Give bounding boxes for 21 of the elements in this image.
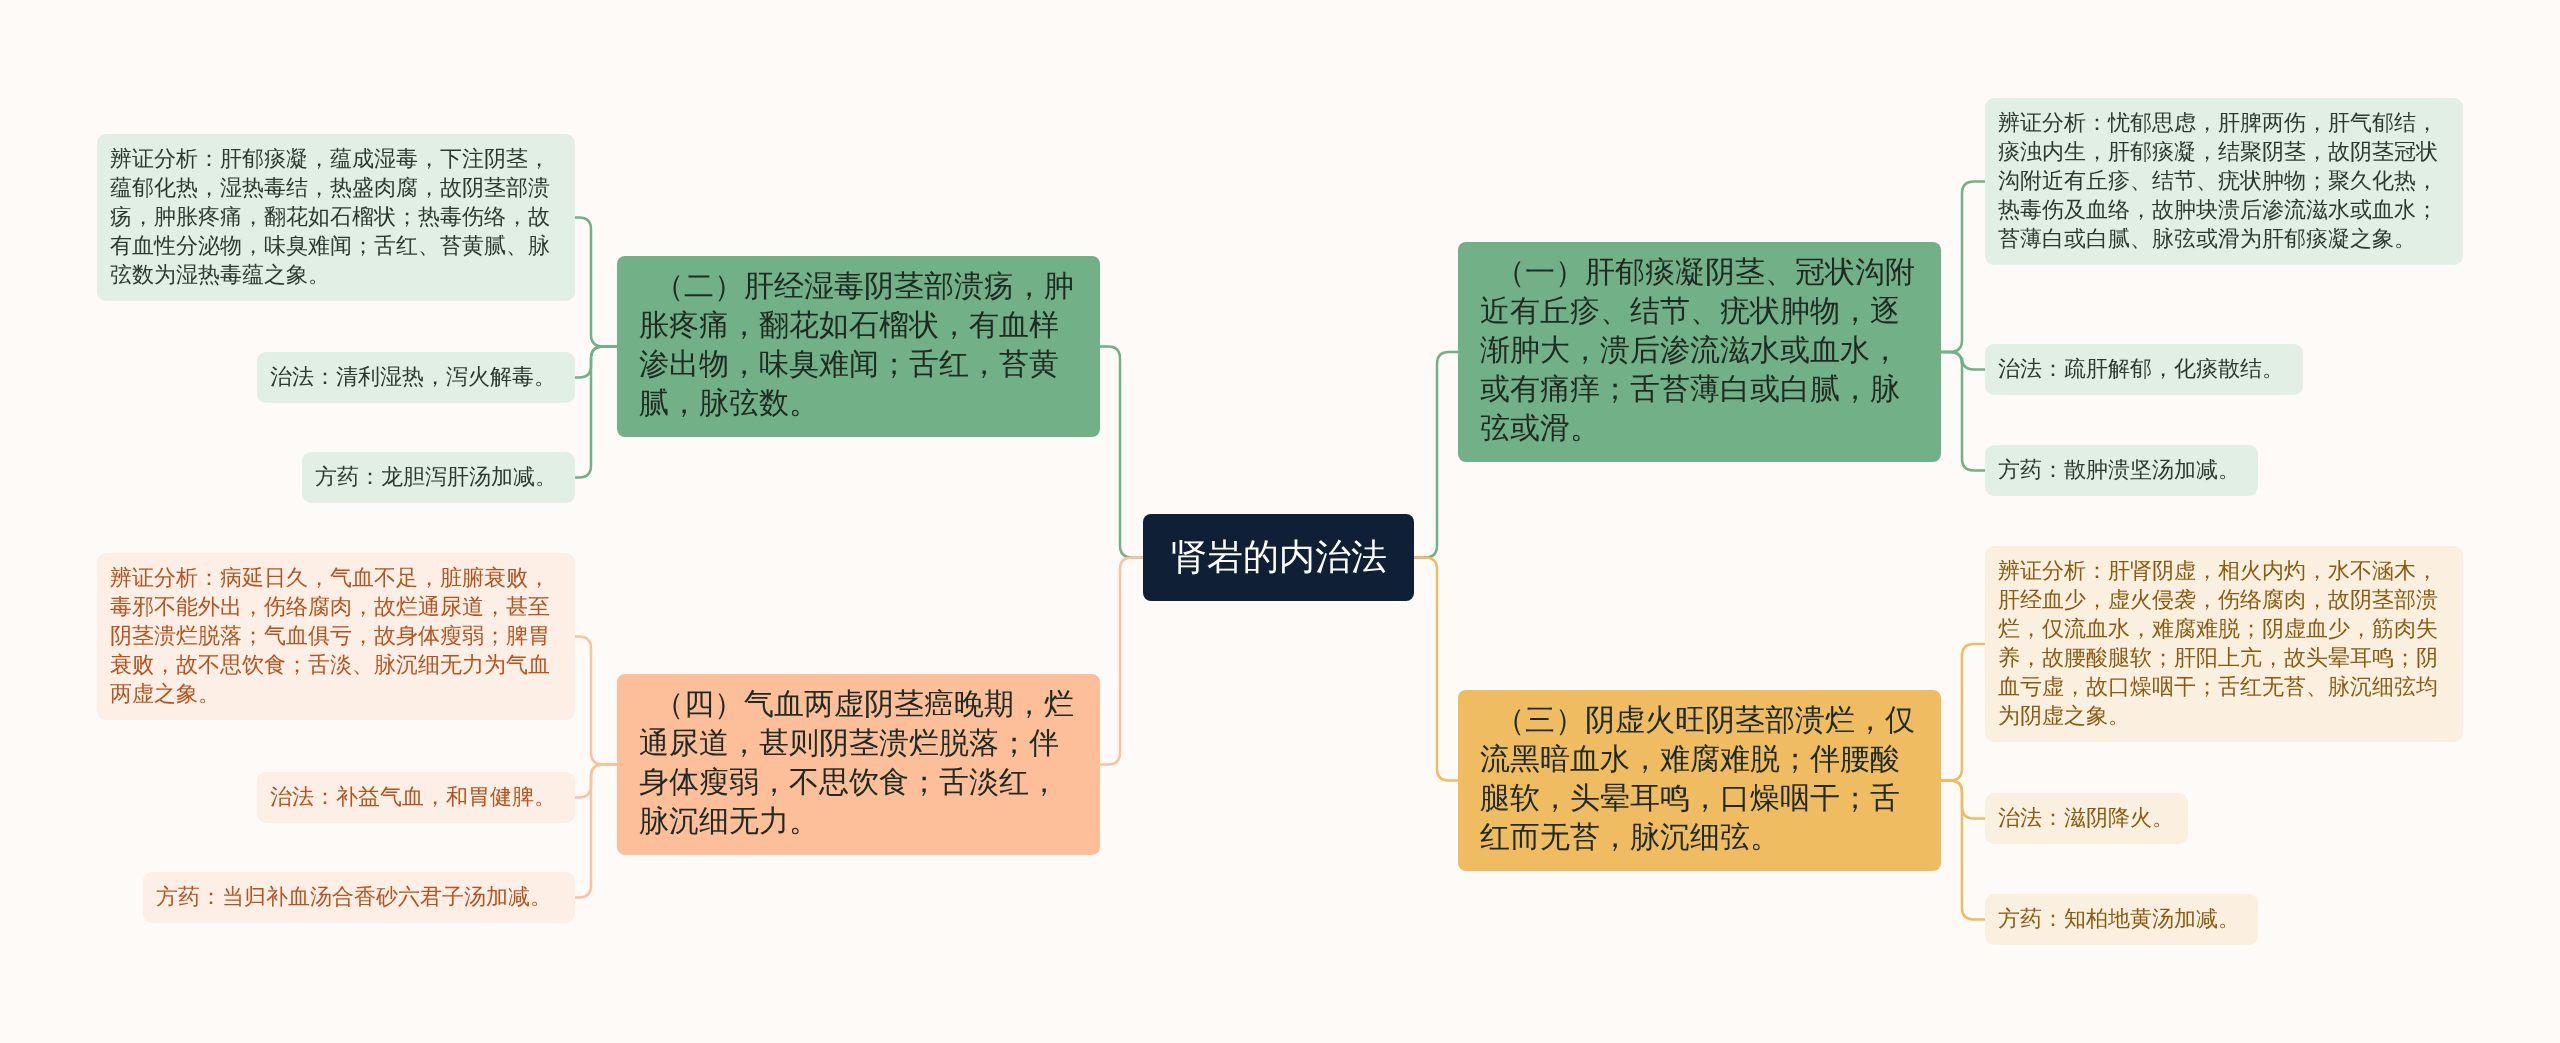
note-box: 辨证分析：肝肾阴虚，相火内灼，水不涵木，肝经血少，虚火侵袭，伤络腐肉，故阴茎部溃烂，仅流血水，难腐难脱；阴虚血少，筋肉失养，故腰酸腿软；肝阳上亢，故头晕耳鸣；阴血亏虚，故口燥咽干；舌红无苔、脉沉细弦均为阴虚之象。 bbox=[1985, 546, 2463, 742]
note-box: 方药：龙胆泻肝汤加减。 bbox=[302, 452, 575, 503]
note-box: 治法：补益气血，和胃健脾。 bbox=[257, 772, 575, 823]
connector-line bbox=[1941, 350, 1985, 472]
note-box: 治法：清利湿热，泻火解毒。 bbox=[257, 352, 575, 403]
note-box: 方药：散肿溃坚汤加减。 bbox=[1985, 445, 2258, 496]
topic-box: （四）气血两虚阴茎癌晚期，烂通尿道，甚则阴茎溃烂脱落；伴身体瘦弱，不思饮食；舌淡红，脉沉细无力。 bbox=[617, 674, 1100, 855]
note-box: 辨证分析：忧郁思虑，肝脾两伤，肝气郁结，痰浊内生，肝郁痰凝，结聚阴茎，故阴茎冠状沟附近有丘疹、结节、疣状肿物；聚久化热，热毒伤及血络，故肿块溃后渗流滋水或血水；苔薄白或白腻、脉弦或滑为肝郁痰凝之象。 bbox=[1985, 98, 2463, 265]
note-box: 辨证分析：病延日久，气血不足，脏腑衰败，毒邪不能外出，伤络腐肉，故烂通尿道，甚至阴茎溃烂脱落；气血俱亏，故身体瘦弱；脾胃衰败，故不思饮食；舌淡、脉沉细无力为气血两虚之象。 bbox=[97, 553, 575, 720]
topic-box: （三）阴虚火旺阴茎部溃烂，仅流黑暗血水，难腐难脱；伴腰酸腿软，头晕耳鸣，口燥咽干；舌红而无苔，脉沉细弦。 bbox=[1458, 690, 1941, 871]
topic-box: （一）肝郁痰凝阴茎、冠状沟附近有丘疹、结节、疣状肿物，逐渐肿大，溃后渗流滋水或血水，或有痛痒；舌苔薄白或白腻，脉弦或滑。 bbox=[1458, 242, 1941, 462]
connector-line bbox=[1941, 779, 1985, 921]
topic-box: （二）肝经湿毒阴茎部溃疡，肿胀疼痛，翻花如石榴状，有血样渗出物，味臭难闻；舌红，苔黄腻，脉弦数。 bbox=[617, 256, 1100, 437]
connector-line bbox=[1414, 556, 1458, 782]
note-box: 治法：滋阴降火。 bbox=[1985, 793, 2188, 844]
connector-line bbox=[1100, 556, 1143, 766]
root-topic: 肾岩的内治法 bbox=[1143, 514, 1414, 601]
note-box: 方药：当归补血汤合香砂六君子汤加减。 bbox=[143, 872, 575, 923]
note-box: 方药：知柏地黄汤加减。 bbox=[1985, 894, 2258, 945]
note-box: 辨证分析：肝郁痰凝，蕴成湿毒，下注阴茎，蕴郁化热，湿热毒结，热盛肉腐，故阴茎部溃疡，肿胀疼痛，翻花如石榴状；热毒伤络，故有血性分泌物，味臭难闻；舌红、苔黄腻、脉弦数为湿热毒蕴之象。 bbox=[97, 134, 575, 301]
note-box: 治法：疏肝解郁，化痰散结。 bbox=[1985, 344, 2303, 395]
